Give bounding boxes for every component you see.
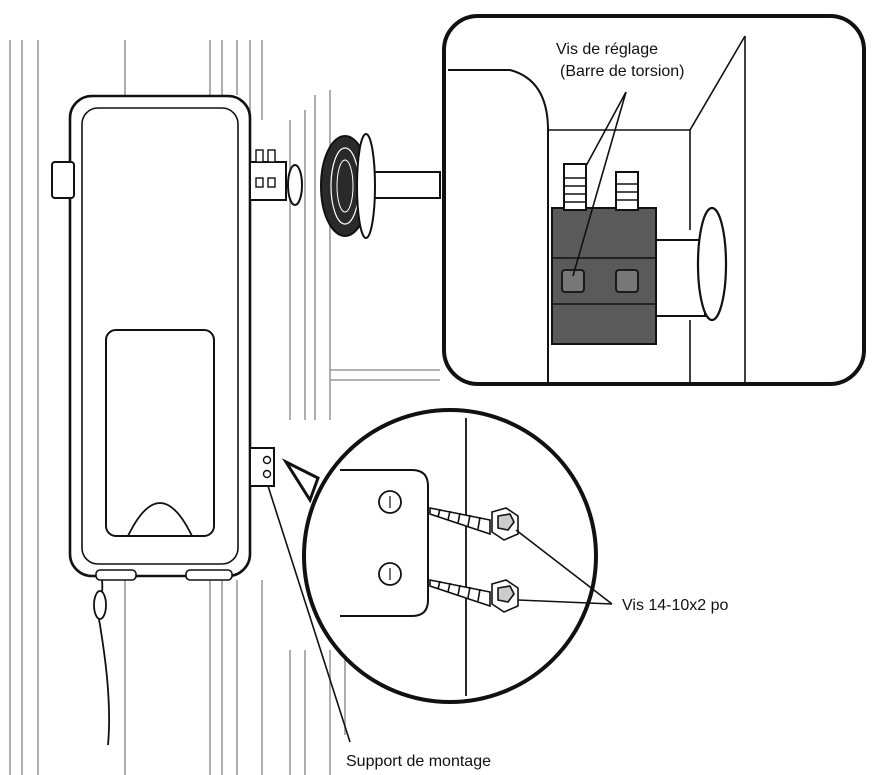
torsion-shaft	[320, 133, 441, 239]
mounting-screw-top	[429, 507, 519, 541]
adjust-screw-label-line1: Vis de réglage	[556, 41, 658, 58]
inset-bolt-hole-left	[561, 269, 585, 293]
opener-side-tab	[51, 161, 75, 199]
opener-foot-left	[95, 569, 137, 581]
adjust-leader-2	[572, 91, 627, 277]
inset-shaft-collar	[696, 206, 728, 322]
bracket-leader	[267, 485, 351, 743]
inset-shaft	[654, 239, 706, 317]
opener-arch	[127, 502, 193, 537]
opener-window	[105, 329, 215, 537]
inset-opener-edge	[448, 69, 549, 384]
inset-screw-left	[563, 163, 587, 211]
screws-leader-2	[517, 599, 613, 605]
mounting-screw-bottom	[429, 579, 519, 613]
opener-foot-right	[185, 569, 233, 581]
inset-mounting-detail: Vis 14-10x2 po	[281, 408, 729, 704]
adjust-leader-1	[585, 91, 627, 167]
background-rails	[9, 40, 440, 775]
screws-label: Vis 14-10x2 po	[622, 597, 729, 614]
inset-adjustment-detail: Vis de réglage (Barre de torsion)	[442, 14, 866, 386]
bracket-label: Support de montage	[346, 753, 491, 770]
cord-handle	[93, 590, 107, 620]
inset-screw-right	[615, 171, 639, 211]
screws-leader-1	[515, 529, 613, 605]
opener-unit	[51, 94, 303, 746]
inset-pointer	[281, 458, 320, 504]
inset-bolt-hole-right	[615, 269, 639, 293]
mounting-bracket	[249, 447, 275, 487]
shaft-collar	[287, 164, 303, 206]
inset-bracket-plate	[340, 469, 429, 617]
adjust-screw-label-line2: (Barre de torsion)	[560, 63, 685, 80]
